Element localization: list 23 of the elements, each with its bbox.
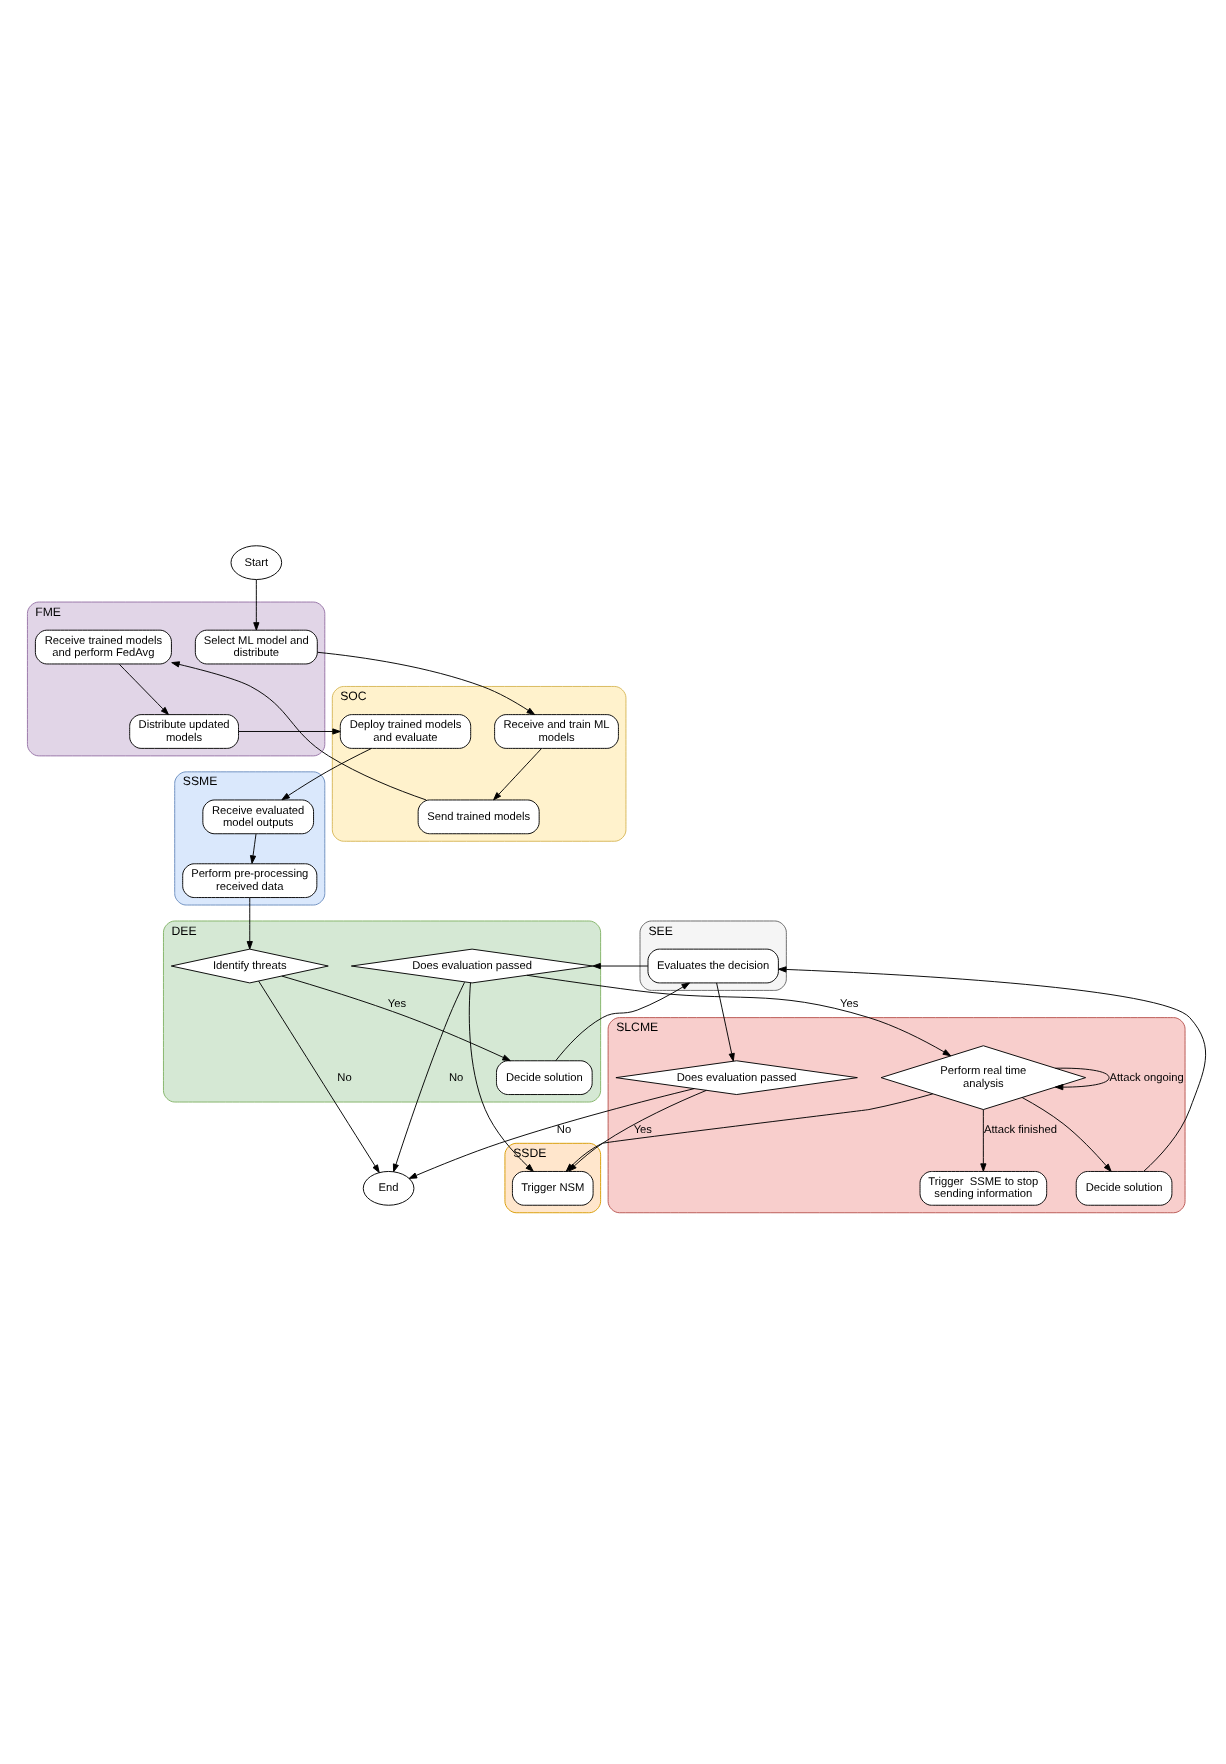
arrow <box>980 1108 987 1171</box>
arrow <box>468 981 534 1171</box>
arrow <box>1054 1066 1110 1090</box>
arrow <box>246 896 253 949</box>
arrow <box>392 980 465 1172</box>
arrow <box>555 981 690 1061</box>
arrow <box>253 578 260 630</box>
arrow <box>716 981 735 1061</box>
arrow <box>568 1088 707 1171</box>
arrow <box>249 832 257 863</box>
arrow <box>1021 1096 1112 1171</box>
arrow <box>281 974 511 1061</box>
arrow <box>118 662 169 715</box>
arrow <box>171 660 427 800</box>
arrow <box>592 961 649 969</box>
arrow <box>493 747 542 800</box>
arrow <box>778 965 1207 1171</box>
arrow <box>238 727 341 734</box>
arrow <box>526 973 952 1056</box>
arrow <box>281 747 372 800</box>
arrow <box>316 650 536 715</box>
arrow <box>258 979 380 1172</box>
arrow <box>408 1087 695 1178</box>
